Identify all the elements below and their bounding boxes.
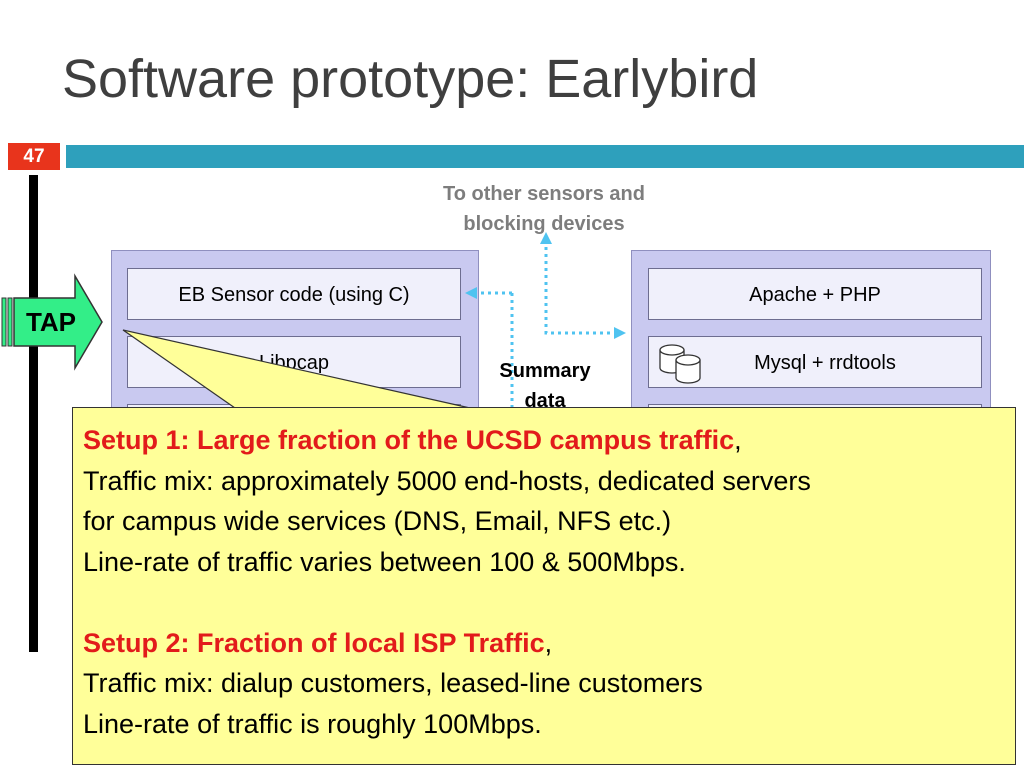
setup2-comma: , — [544, 627, 553, 658]
callout-spacer — [83, 582, 1005, 623]
setup-callout-box: Setup 1: Large fraction of the UCSD camp… — [72, 407, 1016, 765]
to-other-sensors-label-1: To other sensors and — [443, 183, 645, 205]
setup1-comma: , — [734, 425, 742, 455]
tap-arrow-icon — [1, 273, 103, 371]
summary-data-label-2: data — [524, 390, 566, 412]
setup1-line1: Traffic mix: approximately 5000 end-host… — [83, 465, 811, 496]
header-accent-bar — [66, 145, 1024, 168]
setup2-title: Setup 2: Fraction of local ISP Traffic — [83, 627, 545, 658]
tap-label: TAP — [25, 307, 77, 337]
arrowhead-up — [540, 232, 552, 244]
arrowhead-left — [465, 287, 477, 299]
arrowhead-right — [614, 327, 626, 339]
mysql-rrdtools-label: Mysql + rrdtools — [754, 352, 896, 374]
to-other-sensors-label-2: blocking devices — [463, 213, 625, 235]
slide-title: Software prototype: Earlybird — [62, 49, 759, 109]
setup2-line2: Line-rate of traffic is roughly 100Mbps. — [83, 708, 542, 739]
summary-data-label-1: Summary — [499, 360, 591, 382]
setup1-line3: Line-rate of traffic varies between 100 … — [83, 546, 686, 577]
network-link-line — [29, 175, 38, 652]
setup1-heading: Setup 1: Large fraction of the UCSD camp… — [83, 420, 1005, 461]
to-sensors-connector — [544, 240, 616, 335]
setup2-heading: Setup 2: Fraction of local ISP Traffic, — [83, 623, 1005, 664]
setup2-line1: Traffic mix: dialup customers, leased-li… — [83, 668, 703, 698]
apache-php-box: Apache + PHP — [648, 268, 982, 320]
database-icon — [659, 344, 701, 384]
setup1-title: Setup 1: Large fraction of the UCSD camp… — [83, 425, 735, 455]
mysql-rrdtools-box: Mysql + rrdtools — [648, 336, 982, 388]
setup1-line2: for campus wide services (DNS, Email, NF… — [83, 506, 672, 536]
eb-sensor-code-box: EB Sensor code (using C) — [127, 268, 461, 320]
slide-number: 47 — [8, 143, 60, 170]
